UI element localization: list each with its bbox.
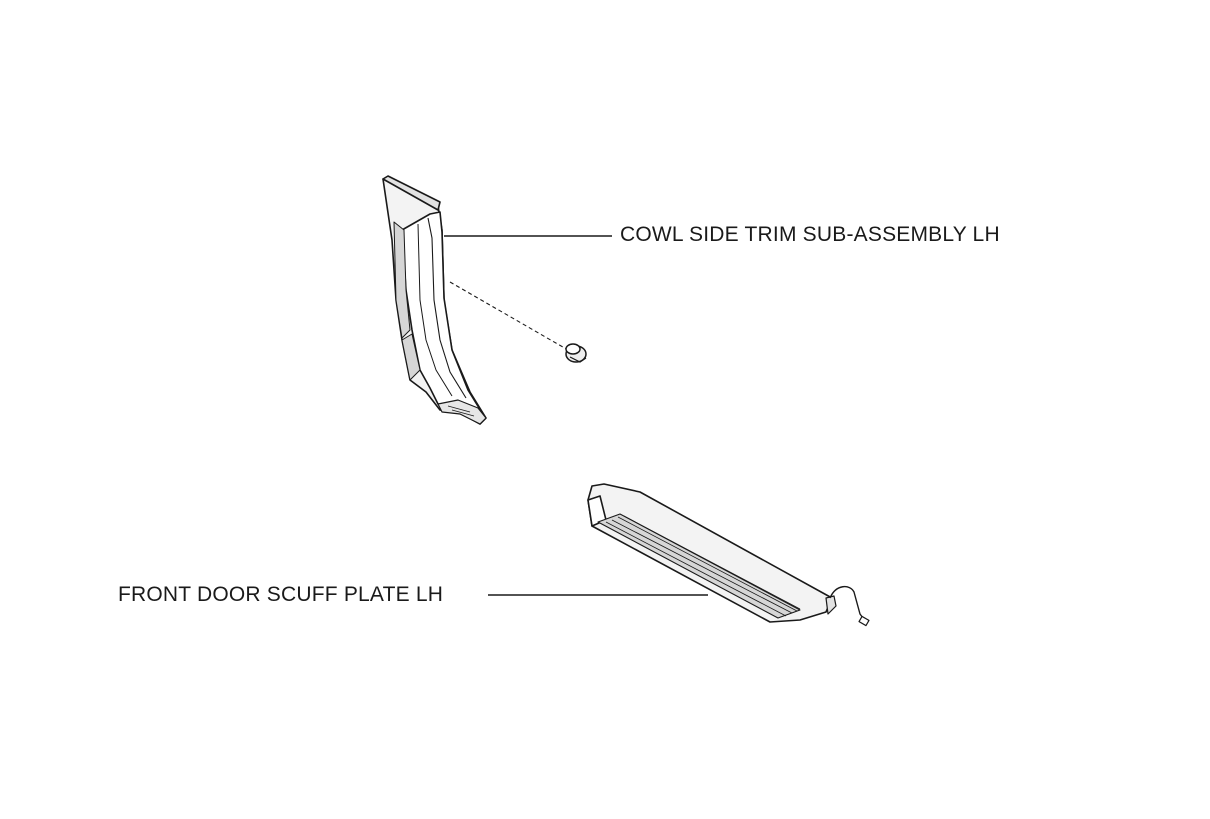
cowl-trim-lower-recess (401, 333, 421, 381)
trim-clip-icon (565, 343, 587, 363)
cowl-trim-foot-slots (447, 405, 475, 417)
scuff-plate-end (825, 595, 837, 615)
scuff-plate-top-face (587, 483, 833, 623)
cowl-trim-rib-2 (417, 223, 453, 397)
cowl-trim-top-lip (382, 175, 441, 211)
clip-top (565, 343, 581, 355)
cowl-trim-rib (427, 217, 467, 399)
cowl-trim-foot (437, 399, 487, 425)
cowl-trim-front-face (401, 211, 485, 419)
cowl-side-trim-label: COWL SIDE TRIM SUB-ASSEMBLY LH (620, 223, 1000, 246)
scuff-plate-tread-lines (605, 515, 801, 617)
clip-body (569, 356, 587, 363)
scuff-plate-wire (829, 585, 867, 623)
scuff-plate-connector (858, 615, 870, 627)
cowl-clip-dashed-line (449, 281, 569, 351)
scuff-plate-icon (587, 483, 870, 627)
front-door-scuff-plate-label: FRONT DOOR SCUFF PLATE LH (118, 583, 444, 606)
cowl-trim-recess (393, 221, 411, 339)
cowl-side-trim-icon (382, 175, 487, 425)
scuff-plate-tread (597, 513, 801, 619)
